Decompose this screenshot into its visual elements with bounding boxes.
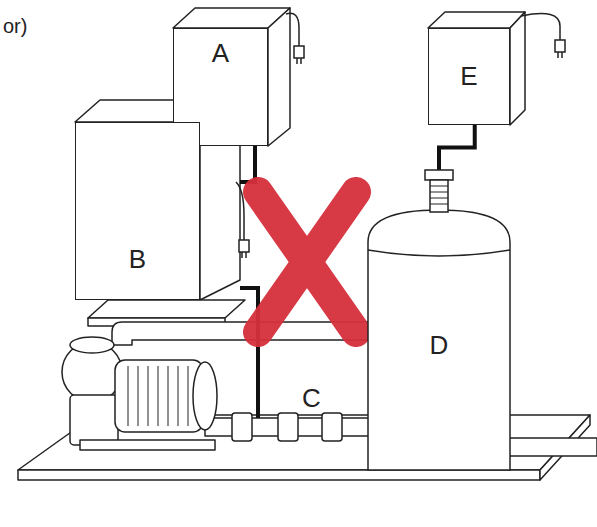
motor-fin <box>128 366 129 426</box>
plug <box>555 40 565 52</box>
control-wire <box>240 146 255 182</box>
box-side <box>510 12 525 125</box>
filter-tank: D <box>368 170 510 470</box>
pipe-union <box>322 413 342 441</box>
box-side <box>268 8 290 146</box>
motor-fin <box>148 366 149 426</box>
power-cord <box>286 13 299 46</box>
pump-foot <box>80 440 215 450</box>
tank-body <box>368 210 510 470</box>
strainer-lid <box>70 337 114 353</box>
pipe-union <box>278 413 298 441</box>
outlet-pipe <box>505 438 597 456</box>
motor-fin <box>158 366 159 426</box>
stand-top <box>88 300 245 318</box>
box-top <box>428 12 525 28</box>
motor-endcap <box>193 362 217 430</box>
part-letter: C <box>302 385 321 411</box>
part-letter: D <box>430 332 449 358</box>
motor-fin <box>138 366 139 426</box>
power-cord <box>236 182 244 240</box>
motor-fin <box>168 366 169 426</box>
motor-fin <box>188 366 189 426</box>
plug <box>239 240 249 252</box>
equipment-box: E <box>428 28 510 125</box>
tank-seam <box>368 250 510 256</box>
red-cross <box>258 192 356 332</box>
pump-motor <box>115 360 203 432</box>
power-cord <box>521 14 560 40</box>
base-edge <box>18 470 540 480</box>
air-relief-valve <box>425 170 453 180</box>
power-wire <box>439 125 475 170</box>
equipment-box: B <box>75 122 200 300</box>
part-letter: A <box>212 40 229 66</box>
part-letter: B <box>129 246 146 272</box>
control-wire <box>240 288 258 418</box>
plug <box>294 46 304 58</box>
valve-neck <box>430 180 448 212</box>
tank-outline <box>368 170 510 470</box>
cut-off-text: or) <box>3 16 27 36</box>
pump-housing <box>70 395 118 445</box>
return-pipe <box>112 322 372 345</box>
red-cross <box>258 192 356 332</box>
motor-fin <box>178 366 179 426</box>
pipe-union <box>232 413 252 441</box>
part-letter: E <box>460 63 477 89</box>
